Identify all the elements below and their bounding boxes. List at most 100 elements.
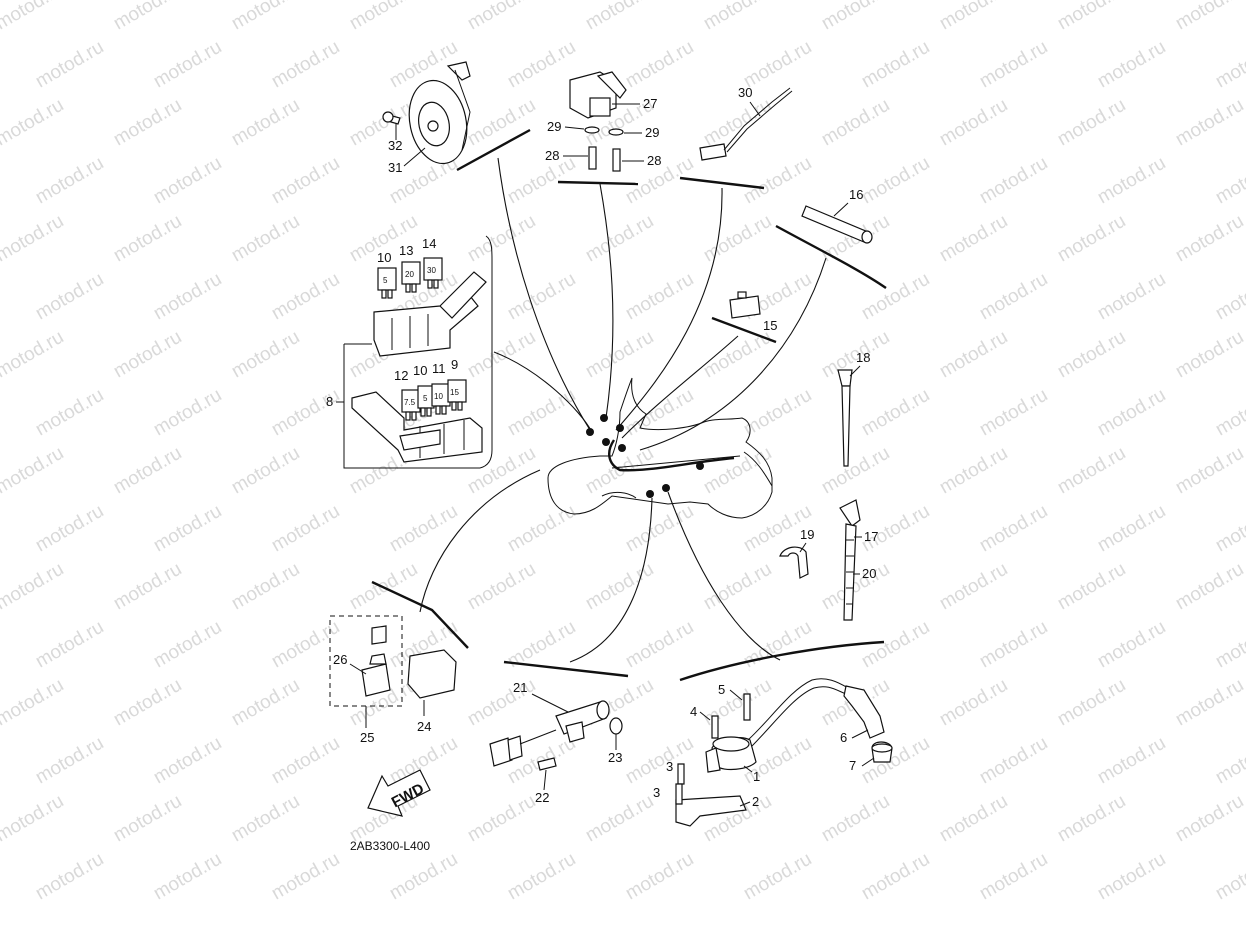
callout-11: 11 — [432, 361, 446, 376]
watermark-text: motod.ru — [622, 269, 697, 325]
callout-14: 14 — [422, 236, 436, 251]
watermark-text: motod.ru — [1054, 0, 1129, 34]
watermark-text: motod.ru — [464, 95, 539, 151]
watermark-text: motod.ru — [32, 269, 107, 325]
watermark-text: motod.ru — [268, 385, 343, 441]
watermark-text: motod.ru — [976, 385, 1051, 441]
fuse-13: 20 — [401, 261, 421, 293]
sensor-21-group — [489, 660, 629, 771]
watermark-text: motod.ru — [346, 0, 421, 34]
watermark-text: motod.ru — [268, 153, 343, 209]
watermark-text: motod.ru — [936, 95, 1011, 151]
watermark-text: motod.ru — [936, 0, 1011, 34]
fuse-rating-7-5: 7.5 — [404, 398, 416, 407]
watermark-text: motod.ru — [740, 153, 815, 209]
watermark-text: motod.ru — [818, 443, 893, 499]
watermark-text: motod.ru — [858, 849, 933, 905]
callout-2: 2 — [752, 794, 759, 809]
watermark-text: motod.ru — [740, 385, 815, 441]
watermark-text: motod.ru — [504, 501, 579, 557]
watermark-text: motod.ru — [32, 617, 107, 673]
watermark-text: motod.ru — [700, 211, 775, 267]
sensor-assembly — [557, 71, 639, 186]
watermark-text: motod.ru — [1212, 269, 1246, 325]
watermark-text: motod.ru — [228, 443, 303, 499]
watermark-text: motod.ru — [268, 269, 343, 325]
callout-32: 32 — [388, 138, 402, 153]
callout-8: 8 — [326, 394, 333, 409]
watermark-text: motod.ru — [268, 849, 343, 905]
watermark-text: motod.ru — [936, 675, 1011, 731]
watermark-text: motod.ru — [150, 733, 225, 789]
watermark-text: motod.ru — [110, 443, 185, 499]
callout-16: 16 — [849, 187, 863, 202]
watermark-text: motod.ru — [110, 327, 185, 383]
watermark-text: motod.ru — [1094, 617, 1169, 673]
callout-3b: 3 — [653, 785, 660, 800]
watermark-text: motod.ru — [1094, 733, 1169, 789]
watermark-text: motod.ru — [464, 559, 539, 615]
callout-13: 13 — [399, 243, 413, 258]
watermark-text: motod.ru — [700, 0, 775, 34]
watermark-text: motod.ru — [464, 0, 539, 34]
watermark-text: motod.ru — [1212, 153, 1246, 209]
fuse-rating-20: 20 — [405, 270, 414, 279]
watermark-text: motod.ru — [700, 675, 775, 731]
watermark-text: motod.ru — [1054, 443, 1129, 499]
watermark-text: motod.ru — [504, 385, 579, 441]
horn — [382, 61, 531, 172]
watermark-text: motod.ru — [1054, 791, 1129, 847]
callout-10a: 10 — [377, 250, 391, 265]
callout-17: 17 — [864, 529, 878, 544]
watermark-text: motod.ru — [818, 791, 893, 847]
watermark-text: motod.ru — [976, 849, 1051, 905]
harness-routing — [586, 414, 735, 498]
watermark-text: motod.ru — [976, 733, 1051, 789]
watermark-text: motod.ru — [622, 849, 697, 905]
callout-29a: 29 — [547, 119, 561, 134]
watermark-text: motod.ru — [268, 733, 343, 789]
watermark-text: motod.ru — [1094, 37, 1169, 93]
watermark-text: motod.ru — [504, 269, 579, 325]
watermark-text: motod.ru — [582, 327, 657, 383]
watermark-text: motod.ru — [1172, 327, 1246, 383]
watermark-text: motod.ru — [32, 385, 107, 441]
band-17-20 — [839, 499, 861, 621]
watermark-text: motod.ru — [110, 675, 185, 731]
watermark-text: motod.ru — [976, 617, 1051, 673]
watermark-text: motod.ru — [858, 153, 933, 209]
callout-10b: 10 — [413, 363, 427, 378]
watermark-text: motod.ru — [110, 0, 185, 34]
watermark-text: motod.ru — [740, 617, 815, 673]
watermark-text: motod.ru — [32, 37, 107, 93]
fuse-rating-5: 5 — [383, 276, 388, 285]
watermark-text: motod.ru — [386, 849, 461, 905]
watermark-text: motod.ru — [936, 327, 1011, 383]
watermark-text: motod.ru — [582, 791, 657, 847]
watermark-text: motod.ru — [228, 211, 303, 267]
watermark-text: motod.ru — [1172, 675, 1246, 731]
watermark-text: motod.ru — [464, 791, 539, 847]
watermark-text: motod.ru — [858, 37, 933, 93]
watermark-text: motod.ru — [0, 0, 67, 34]
watermark-text: motod.ru — [268, 37, 343, 93]
watermark-text: motod.ru — [0, 675, 67, 731]
watermark-text: motod.ru — [1212, 617, 1246, 673]
callout-31: 31 — [388, 160, 402, 175]
watermark-text: motod.ru — [582, 559, 657, 615]
callout-20: 20 — [862, 566, 876, 581]
coupler — [711, 291, 777, 344]
watermark-text: motod.ru — [1172, 443, 1246, 499]
watermark-text: motod.ru — [504, 37, 579, 93]
watermark-text: motod.ru — [1054, 559, 1129, 615]
watermark-text: motod.ru — [32, 501, 107, 557]
callout-21: 21 — [513, 680, 527, 695]
fuse-rating-5-lower: 5 — [423, 394, 428, 403]
watermark-text: motod.ru — [858, 385, 933, 441]
watermark-text: motod.ru — [1212, 385, 1246, 441]
fuse-10-upper: 5 — [377, 267, 397, 299]
watermark-text: motod.ru — [504, 849, 579, 905]
watermark-text: motod.ru — [936, 443, 1011, 499]
callout-1: 1 — [753, 769, 760, 784]
watermark-text: motod.ru — [228, 327, 303, 383]
